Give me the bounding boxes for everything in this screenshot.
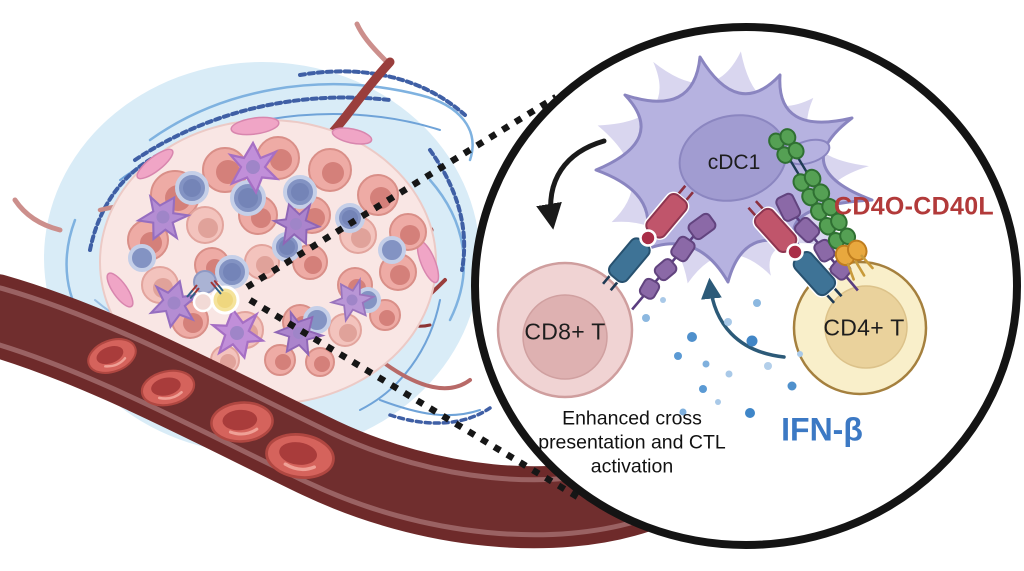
dendritic-star-cells [131, 141, 381, 365]
pale-t-cell [192, 291, 214, 313]
ifn-beta-label: IFN-β [781, 411, 863, 448]
magnifier-circle [471, 23, 1021, 549]
caption-text: Enhanced cross presentation and CTL acti… [538, 407, 726, 477]
cdc1-label: cDC1 [707, 151, 761, 174]
cd8-nucleus [522, 294, 608, 380]
cd4-t-label: CD4+ T [823, 314, 905, 341]
mini-receptors [186, 280, 224, 299]
ifn-beta-dots [642, 297, 803, 418]
tumor-mass [99, 116, 440, 405]
spindle-cells [106, 116, 440, 308]
zoom-origin-cells [186, 280, 240, 315]
blood-vessel [0, 274, 679, 549]
cd40-cd40l-label: CD4O-CD40L [834, 192, 994, 221]
cd8-t-cell [496, 261, 634, 399]
cd4-nucleus [824, 285, 908, 369]
ifn-feedback-arrow [701, 277, 786, 359]
cd8-t-label: CD8+ T [524, 318, 606, 345]
tumor-panel [0, 21, 679, 549]
zoom-cone-lines [245, 94, 583, 502]
activation-arrow [536, 138, 607, 230]
